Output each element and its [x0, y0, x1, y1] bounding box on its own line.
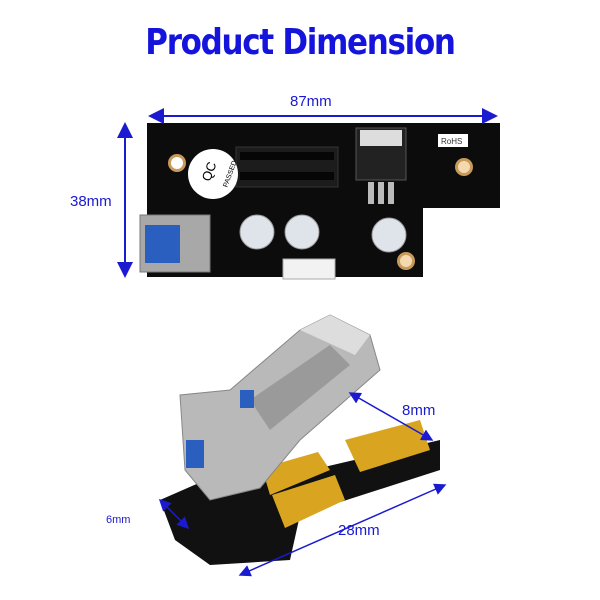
length-label: 28mm [338, 522, 380, 539]
qc-text: QC [199, 160, 220, 183]
qc-sticker [188, 149, 238, 199]
page-title: Product Dimension [145, 22, 456, 63]
thickness-label: 6mm [106, 514, 131, 526]
riser-board-top-view: QC PASSED RoHS [139, 123, 500, 280]
connector-width-label: 8mm [402, 402, 436, 419]
rohs-text: RoHS [441, 137, 462, 146]
width-label: 87mm [290, 93, 332, 110]
riser-board-angle-view [160, 314, 440, 565]
height-label: 38mm [70, 193, 112, 210]
